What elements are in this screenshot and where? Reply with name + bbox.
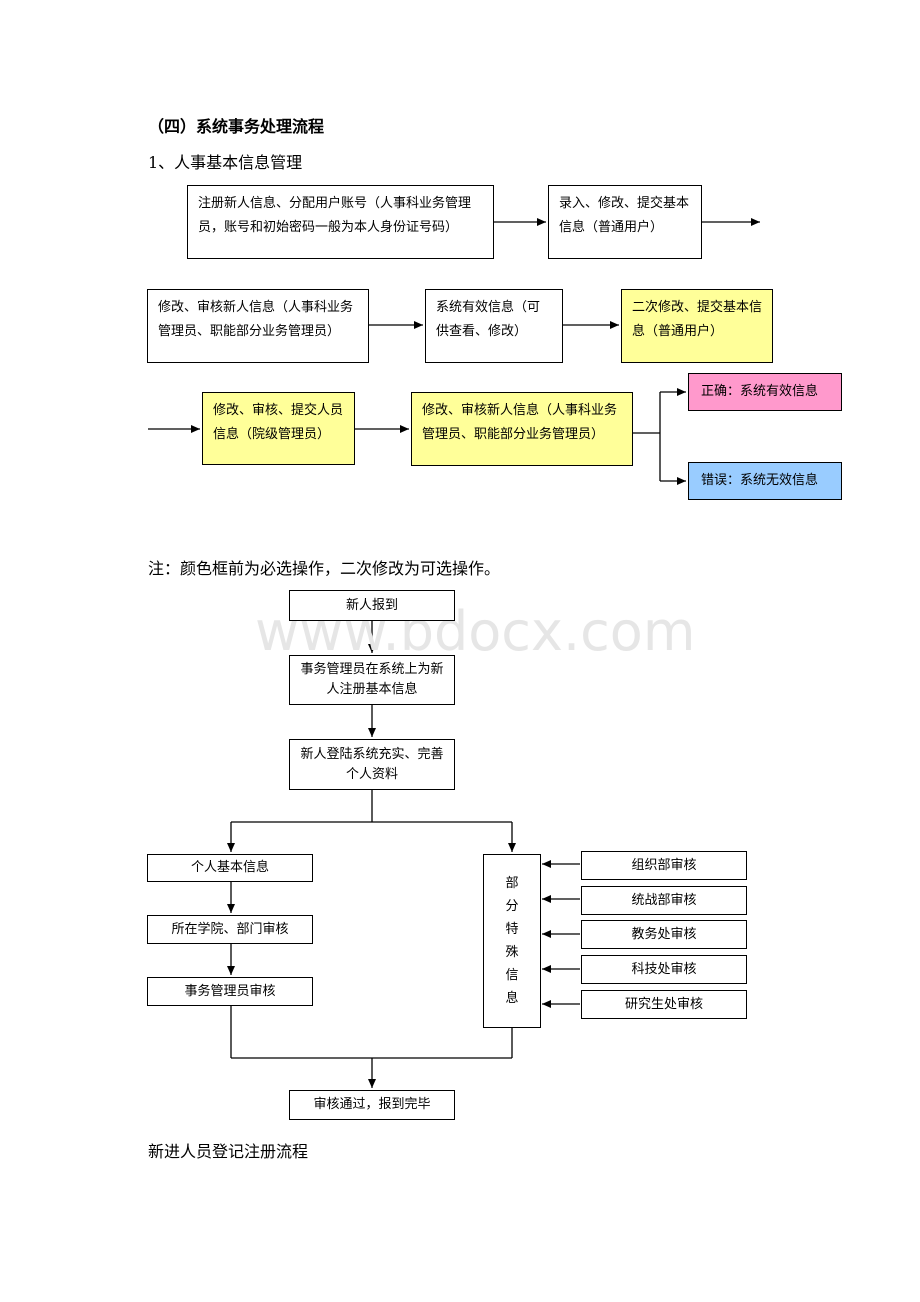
department-review-box: 所在学院、部门审核 [147, 915, 313, 944]
admin-register-box: 事务管理员在系统上为新人注册基本信息 [289, 655, 455, 705]
register-new-user-box: 注册新人信息、分配用户账号（人事科业务管理员，账号和初始密码一般为本人身份证号码… [187, 185, 494, 259]
second-edit-box: 二次修改、提交基本信息（普通用户） [621, 289, 773, 363]
new-staff-arrival-box: 新人报到 [289, 590, 455, 621]
special-char: 息 [505, 991, 519, 1006]
special-char: 部 [505, 876, 519, 891]
special-char: 殊 [505, 945, 519, 960]
subsection-title: 1、人事基本信息管理 [148, 153, 303, 172]
special-info-box: 部 分 特 殊 信 息 [483, 854, 541, 1028]
section-title: （四）系统事务处理流程 [148, 117, 325, 136]
college-admin-review-box: 修改、审核、提交人员信息（院级管理员） [202, 392, 355, 465]
hr-final-review-box: 修改、审核新人信息（人事科业务管理员、职能部分业务管理员） [411, 392, 633, 466]
note-text: 注：颜色框前为必选操作，二次修改为可选操作。 [148, 559, 501, 578]
admin-review-box: 事务管理员审核 [147, 977, 313, 1006]
special-char: 分 [505, 899, 519, 914]
special-char: 信 [505, 968, 519, 983]
flow-caption: 新进人员登记注册流程 [148, 1142, 309, 1161]
personal-basic-info-box: 个人基本信息 [147, 854, 313, 882]
reviewer-graduate-box: 研究生处审核 [581, 990, 747, 1019]
reviewer-academic-affairs-box: 教务处审核 [581, 920, 747, 949]
reviewer-organization-box: 组织部审核 [581, 851, 747, 880]
enter-basic-info-box: 录入、修改、提交基本信息（普通用户） [548, 185, 702, 259]
special-char: 特 [505, 922, 519, 937]
approval-complete-box: 审核通过，报到完毕 [289, 1090, 455, 1120]
valid-system-info-box: 系统有效信息（可供查看、修改） [425, 289, 563, 363]
review-new-info-box: 修改、审核新人信息（人事科业务管理员、职能部分业务管理员） [147, 289, 369, 363]
reviewer-science-tech-box: 科技处审核 [581, 955, 747, 984]
wrong-result-box: 错误：系统无效信息 [688, 462, 842, 500]
correct-result-box: 正确：系统有效信息 [688, 373, 842, 411]
reviewer-united-front-box: 统战部审核 [581, 886, 747, 915]
complete-profile-box: 新人登陆系统充实、完善个人资料 [289, 739, 455, 790]
